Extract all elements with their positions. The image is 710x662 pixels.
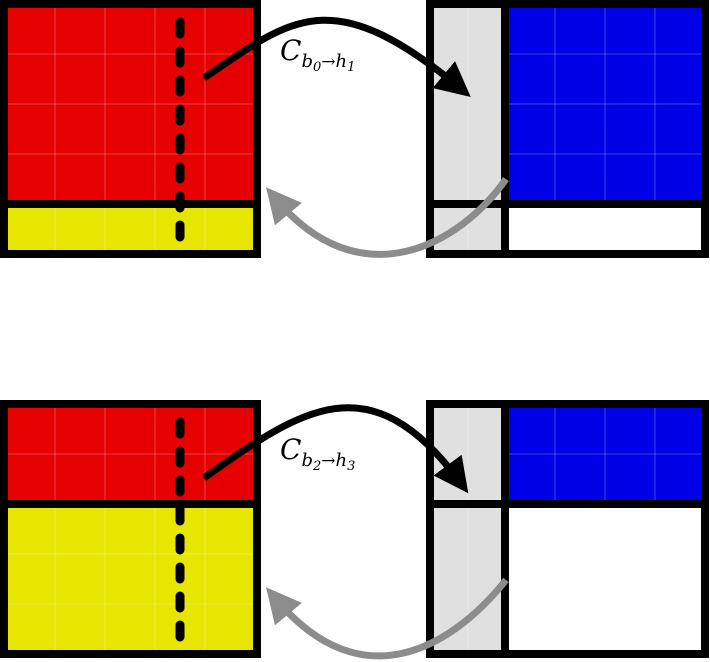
top-forward-arrow xyxy=(202,16,471,97)
top-right-white-region xyxy=(505,204,705,254)
bottom-right-grid xyxy=(467,404,705,654)
bottom-left-grid xyxy=(4,404,257,654)
top-left-red-region xyxy=(4,4,257,204)
bottom-return-arrow xyxy=(266,577,509,660)
top-left-matrix xyxy=(0,0,261,258)
bottom-right-gray-panel xyxy=(430,404,505,654)
top-return-arrow xyxy=(266,176,509,258)
bottom-right-blue-region xyxy=(505,404,705,504)
bottom-left-matrix xyxy=(0,400,261,658)
top-transfer-label: Cb0→h1 xyxy=(280,34,355,75)
bottom-left-yellow-region xyxy=(4,504,257,654)
top-right-border xyxy=(426,0,709,258)
top-left-grid xyxy=(4,4,257,254)
top-left-yellow-region xyxy=(4,204,257,254)
bottom-left-border xyxy=(0,400,261,658)
top-right-blue-region xyxy=(505,4,705,204)
bottom-right-matrix xyxy=(426,400,709,658)
top-left-border xyxy=(0,0,261,258)
top-right-matrix xyxy=(426,0,709,258)
bottom-transfer-label: Cb2→h3 xyxy=(280,433,355,474)
top-right-gray-panel xyxy=(430,4,505,254)
bottom-left-red-region xyxy=(4,404,257,504)
bottom-right-white-region xyxy=(505,504,705,654)
top-right-grid xyxy=(467,4,705,254)
bottom-right-border xyxy=(426,400,709,658)
bottom-forward-arrow xyxy=(201,404,469,494)
